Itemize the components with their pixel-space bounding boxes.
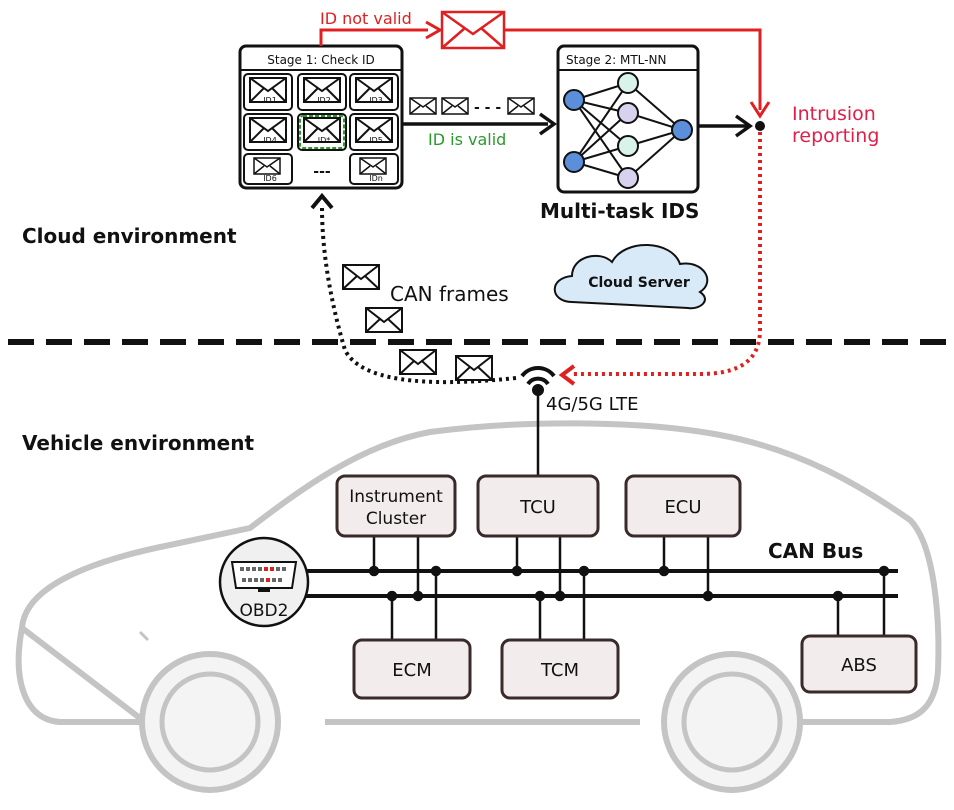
ecu-label: ECU — [664, 497, 701, 518]
can-frame-envelope-icon-3 — [399, 349, 437, 375]
id-is-valid-label: ID is valid — [428, 130, 506, 149]
cloud-server-icon — [553, 244, 709, 310]
vehicle-environment-label: Vehicle environment — [22, 431, 254, 455]
ecu-instrument-cluster: Instrument Cluster — [335, 474, 457, 538]
cloud-server-label: Cloud Server — [588, 275, 690, 291]
invalid-report-path — [504, 28, 762, 110]
ecu-tcu: TCU — [476, 474, 600, 538]
lte-label: 4G/5G LTE — [546, 394, 639, 415]
id-cell-n: IDn — [349, 153, 399, 185]
stage1-check-id-panel: Stage 1: Check ID ID1 ID2 ID3 ID4 ID* — [238, 44, 404, 190]
multi-task-ids-label: Multi-task IDS — [540, 199, 699, 223]
obd2-label: OBD2 — [240, 601, 289, 621]
valid-frames-dashes: - - - — [474, 100, 501, 116]
stage2-mtl-nn-panel: Stage 2: MTL-NN — [556, 44, 700, 194]
id-label-valid: ID* — [318, 136, 331, 145]
instrument-cluster-line2: Cluster — [366, 509, 426, 529]
reporting-node — [755, 121, 765, 131]
id-not-valid-label: ID not valid — [320, 9, 412, 28]
invalid-id-path — [319, 28, 428, 46]
id-cell-valid: ID* — [297, 113, 347, 151]
can-upload-arrowhead — [310, 192, 334, 210]
id-label-4: ID4 — [263, 136, 277, 145]
intrusion-report-arrowhead — [558, 364, 576, 386]
ecm-label: ECM — [392, 660, 431, 681]
id-cell-2: ID2 — [297, 73, 347, 111]
ecu-ecm: ECM — [352, 638, 472, 700]
can-frames-label: CAN frames — [390, 282, 509, 306]
id-cell-ellipsis: --- — [313, 164, 331, 180]
can-frame-envelope-icon-1 — [342, 264, 380, 290]
valid-id-arrowhead — [538, 112, 558, 136]
ecu-abs: ABS — [800, 634, 918, 694]
can-frame-envelope-icon-4 — [455, 355, 493, 381]
id-label-6: ID6 — [263, 174, 277, 183]
can-bus-label: CAN Bus — [768, 539, 863, 563]
can-upload-path — [320, 207, 517, 385]
wheel-rear — [139, 651, 281, 793]
stage1-title: Stage 1: Check ID — [267, 53, 375, 67]
invalid-report-arrowhead — [749, 101, 771, 119]
abs-label: ABS — [841, 655, 877, 676]
id-cell-1: ID1 — [243, 73, 293, 111]
id-cell-3: ID3 — [349, 73, 399, 111]
valid-frames-envelopes-icon — [409, 97, 535, 115]
obd2-port-icon — [218, 536, 310, 628]
intrusion-label: Intrusion — [792, 103, 876, 125]
cloud-environment-label: Cloud environment — [22, 224, 237, 248]
id-label-n: IDn — [369, 174, 383, 183]
id-label-5: ID5 — [369, 136, 383, 145]
wheel-front — [661, 651, 803, 793]
car-body-outline — [15, 420, 942, 725]
ecu-tcm: TCM — [500, 638, 620, 700]
stage2-title: Stage 2: MTL-NN — [566, 53, 666, 67]
tcm-label: TCM — [540, 660, 579, 681]
ids-output-arrowhead — [734, 114, 754, 138]
tcu-label: TCU — [519, 497, 556, 518]
neural-network-icon — [563, 72, 693, 189]
instrument-cluster-line1: Instrument — [349, 487, 443, 507]
reporting-label: reporting — [792, 125, 879, 147]
id-cell-5: ID5 — [349, 113, 399, 151]
invalid-arrowhead — [425, 20, 444, 40]
id-label-3: ID3 — [369, 96, 383, 105]
bus-stubs — [368, 536, 890, 640]
ecu-ecu: ECU — [624, 474, 742, 538]
id-label-1: ID1 — [263, 96, 277, 105]
id-label-2: ID2 — [317, 96, 331, 105]
can-frame-envelope-icon-2 — [365, 307, 403, 333]
id-cell-6: ID6 — [243, 153, 293, 185]
id-cell-4: ID4 — [243, 113, 293, 151]
car-front-detail — [138, 630, 150, 642]
invalid-frame-envelope-icon — [440, 10, 506, 50]
